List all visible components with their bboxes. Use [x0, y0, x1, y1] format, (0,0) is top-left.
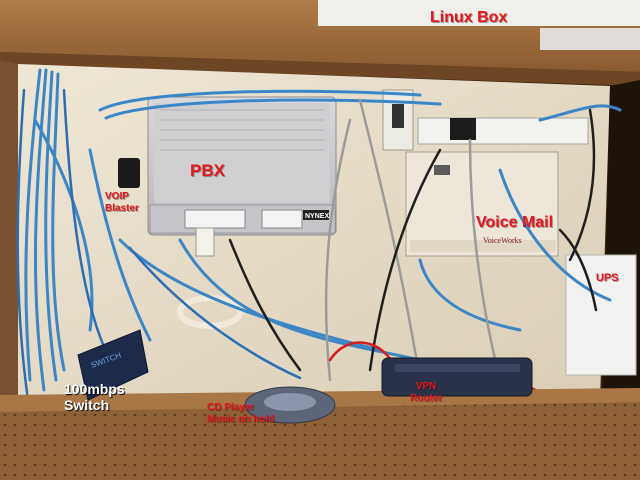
voicemail-brand-text: VoiceWorks	[483, 236, 522, 245]
label-ups: UPS	[596, 272, 619, 284]
label-switch: 100mbps Switch	[64, 381, 125, 413]
label-voip-blaster: VOIP Blaster	[105, 191, 139, 214]
label-linux-box: Linux Box	[430, 9, 508, 26]
ups-unit	[565, 254, 637, 376]
label-vpn-router: VPN Router	[410, 381, 443, 404]
label-cd-player: CD Player Music on hold	[207, 402, 275, 425]
vpn-router	[381, 357, 533, 397]
power-strip	[417, 117, 589, 145]
bottom-shelf	[0, 400, 640, 480]
pbx-brand-text: NYNEX	[305, 213, 329, 220]
network-switch: SWITCH	[77, 329, 149, 401]
label-voice-mail: Voice Mail	[476, 214, 554, 231]
linux-box	[318, 0, 640, 26]
pbx-unit: NYNEX	[147, 96, 337, 236]
voicemail-unit: VoiceWorks	[405, 151, 559, 257]
label-pbx: PBX	[190, 161, 225, 180]
voip-blaster	[118, 158, 140, 188]
